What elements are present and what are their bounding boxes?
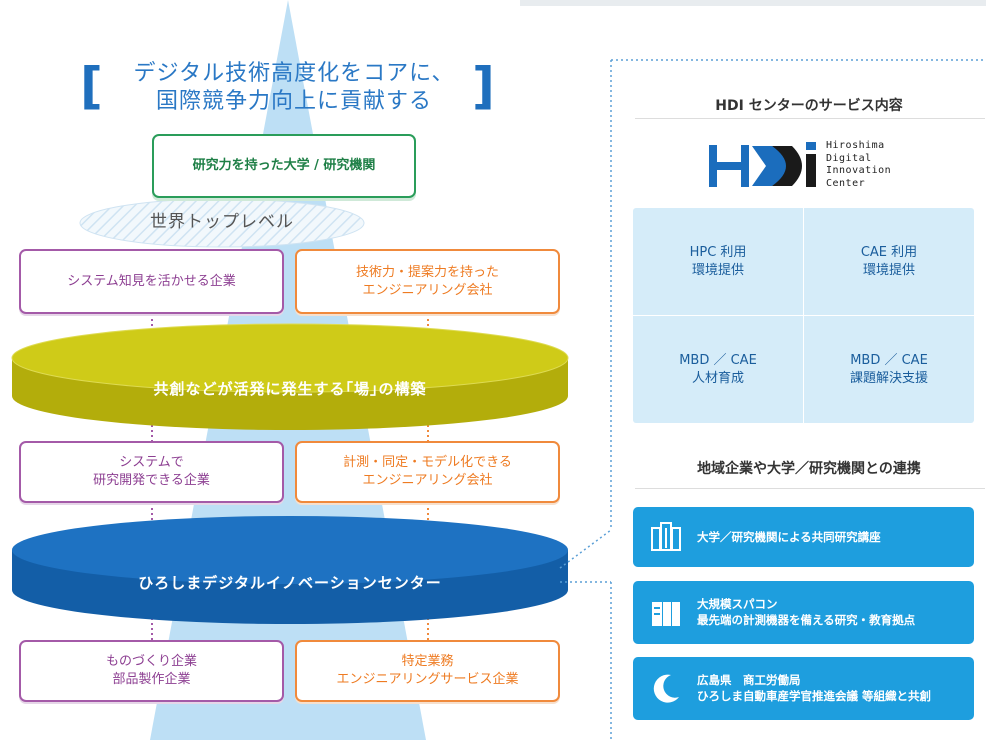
engineering-company-box: 技術力・提案力を持った エンジニアリング会社: [295, 249, 560, 314]
service-mbd-support: MBD ／ CAE 課題解決支援: [849, 352, 928, 386]
bracket-left: [: [80, 57, 103, 115]
grid-divider-horizontal: [633, 315, 974, 316]
service-hpc: HPC 利用 環境提供: [689, 244, 747, 278]
server-icon: [652, 602, 680, 626]
service-cae: CAE 利用 環境提供: [860, 244, 918, 278]
partner-text-1: 大学／研究機関による共同研究講座: [697, 530, 881, 544]
building-icon: [651, 522, 681, 551]
headline-line-2: 国際競争力向上に貢献する: [155, 89, 432, 114]
hdi-logo-mark: [709, 142, 816, 187]
world-top-label: 世界トップレベル: [150, 212, 294, 232]
bracket-right: ]: [472, 57, 495, 115]
services-title: HDI センターのサービス内容: [715, 98, 903, 114]
service-mbd-training: MBD ／ CAE 人材育成: [679, 352, 757, 386]
hdi-center-disc-label: ひろしまデジタルイノベーションセンター: [138, 574, 442, 592]
rnd-company-box: システムで 研究開発できる企業: [19, 441, 284, 503]
hdi-center-disc: [12, 516, 568, 584]
university-box: 研究力を持った大学 / 研究機関: [152, 134, 416, 198]
partner-joint-research: 大学／研究機関による共同研究講座: [633, 507, 974, 567]
logo-line-digital: Digital: [826, 152, 872, 164]
partner-prefecture: 広島県 商工労働局 ひろしま自動車産学官推進会議 等組織と共創: [633, 657, 974, 720]
services-divider: [635, 118, 985, 119]
platform-disc-label: 共創などが活発に発生する｢場｣の構築: [153, 380, 427, 398]
services-grid: HPC 利用 環境提供 CAE 利用 環境提供 MBD ／ CAE 人材育成 M…: [633, 208, 974, 423]
partner-text-2: 大規模スパコン 最先端の計測機器を備える研究・教育拠点: [697, 597, 916, 627]
logo-line-innovation: Innovation: [826, 165, 892, 176]
logo-line-hiroshima: Hiroshima: [826, 140, 885, 151]
hdi-logo-text: Hiroshima Digital Innovation Center: [826, 140, 891, 190]
manufacturing-company-box: ものづくり企業 部品製作企業: [19, 640, 284, 702]
engineering-service-box: 特定業務 エンジニアリングサービス企業: [295, 640, 560, 702]
partner-supercomputer: 大規模スパコン 最先端の計測機器を備える研究・教育拠点: [633, 581, 974, 644]
partners-divider: [635, 488, 985, 489]
logo-line-center: Center: [826, 177, 866, 189]
headline-line-1: デジタル技術高度化をコアに、: [133, 61, 455, 86]
system-knowledge-box: システム知見を活かせる企業: [19, 249, 284, 314]
platform-disc: [12, 324, 568, 392]
partners-title: 地域企業や大学／研究機関との連携: [697, 461, 921, 477]
headline-text: デジタル技術高度化をコアに、 国際競争力向上に貢献する: [124, 60, 464, 116]
world-top-ellipse: [79, 198, 365, 248]
headline: [ デジタル技術高度化をコアに、 国際競争力向上に貢献する ]: [80, 58, 500, 120]
crescent-icon: [653, 674, 679, 703]
partner-text-3: 広島県 商工労働局 ひろしま自動車産学官推進会議 等組織と共創: [697, 673, 932, 703]
measurement-company-box: 計測・同定・モデル化できる エンジニアリング会社: [295, 441, 560, 503]
